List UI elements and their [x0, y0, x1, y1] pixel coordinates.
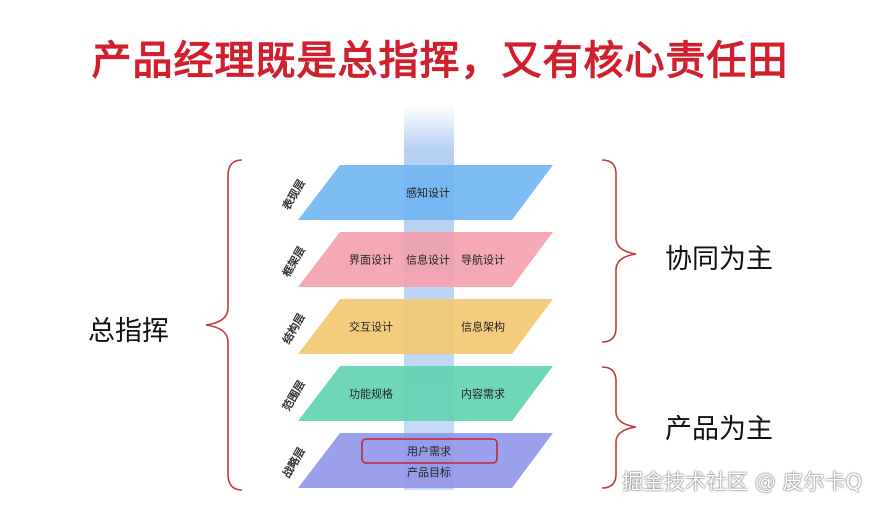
watermark: 掘金技术社区 @ 皮尔卡Q: [622, 470, 862, 494]
layer-strategy-item-product-goal: 产品目标: [407, 465, 451, 479]
page-title: 产品经理既是总指挥，又有核心责任田: [91, 38, 789, 84]
layer-scope-item: 内容需求: [461, 387, 505, 401]
layer-presentation-name: 表现层: [279, 177, 308, 213]
left-label-overall-command: 总指挥: [88, 316, 169, 347]
layer-skeleton-item: 导航设计: [461, 253, 505, 267]
left-brace: [205, 159, 243, 491]
layer-structure-name: 结构层: [279, 311, 308, 347]
layer-strategy-plane: [298, 433, 553, 488]
right-label-product-led: 产品为主: [665, 414, 773, 445]
layer-strategy-name: 战略层: [279, 445, 308, 481]
layer-structure-plane: [298, 299, 553, 354]
layer-scope-item: 功能规格: [349, 387, 393, 401]
layer-skeleton-plane: [298, 232, 553, 287]
layer-skeleton-item: 界面设计: [349, 254, 393, 267]
layer-structure-item: 交互设计: [349, 320, 393, 334]
layer-strategy-item-user-needs: 用户需求: [407, 444, 451, 458]
layer-presentation-item: 感知设计: [406, 186, 450, 200]
layer-structure-item: 信息架构: [461, 320, 505, 334]
layer-scope-plane: [298, 366, 553, 421]
right-brace-bottom: [601, 366, 637, 489]
layer-scope-name: 范围层: [279, 378, 308, 414]
right-brace-top: [601, 159, 637, 343]
user-needs-highlight-box: [361, 438, 498, 464]
vertical-pillar: [404, 105, 454, 490]
layer-presentation-plane: [298, 165, 553, 220]
right-label-collaboration: 协同为主: [665, 244, 773, 275]
layer-skeleton-name: 框架层: [279, 244, 308, 280]
layer-skeleton-item: 信息设计: [406, 253, 450, 267]
